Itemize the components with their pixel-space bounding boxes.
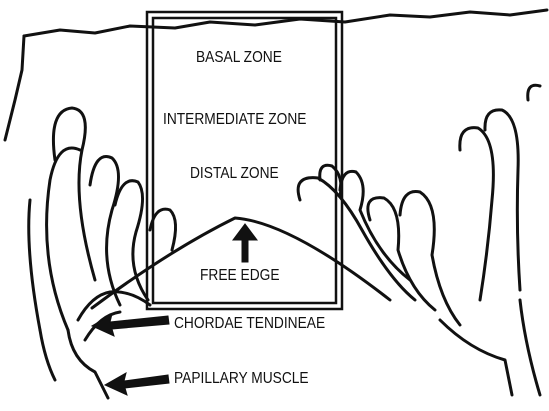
annulus-edge <box>24 10 547 36</box>
left-cusp-3 <box>29 200 40 330</box>
papillary-muscle-label: PAPILLARY MUSCLE <box>174 371 309 387</box>
basal-zone-label: BASAL ZONE <box>196 50 282 66</box>
chordae-tendineae-label: CHORDAE TENDINEAE <box>174 316 325 332</box>
free-edge-label: FREE EDGE <box>200 268 280 284</box>
free-edge-arrow <box>233 224 257 262</box>
left-papillary-muscle <box>40 330 108 398</box>
right-cusp-7 <box>485 110 520 290</box>
left-cusp-4 <box>90 157 120 305</box>
left-cusp-5 <box>115 181 148 300</box>
left-chordae-bundle <box>78 292 150 340</box>
right-cusp-8 <box>528 85 540 100</box>
right-papillary-muscle <box>440 300 540 395</box>
left-cusp-2 <box>47 148 80 330</box>
intermediate-zone-label: INTERMEDIATE ZONE <box>163 112 306 128</box>
distal-zone-label: DISTAL ZONE <box>190 166 279 182</box>
left-cusp-1 <box>53 108 95 280</box>
papillary-arrow <box>105 373 169 395</box>
left-wall <box>5 36 24 140</box>
right-cusp-6 <box>460 128 494 300</box>
